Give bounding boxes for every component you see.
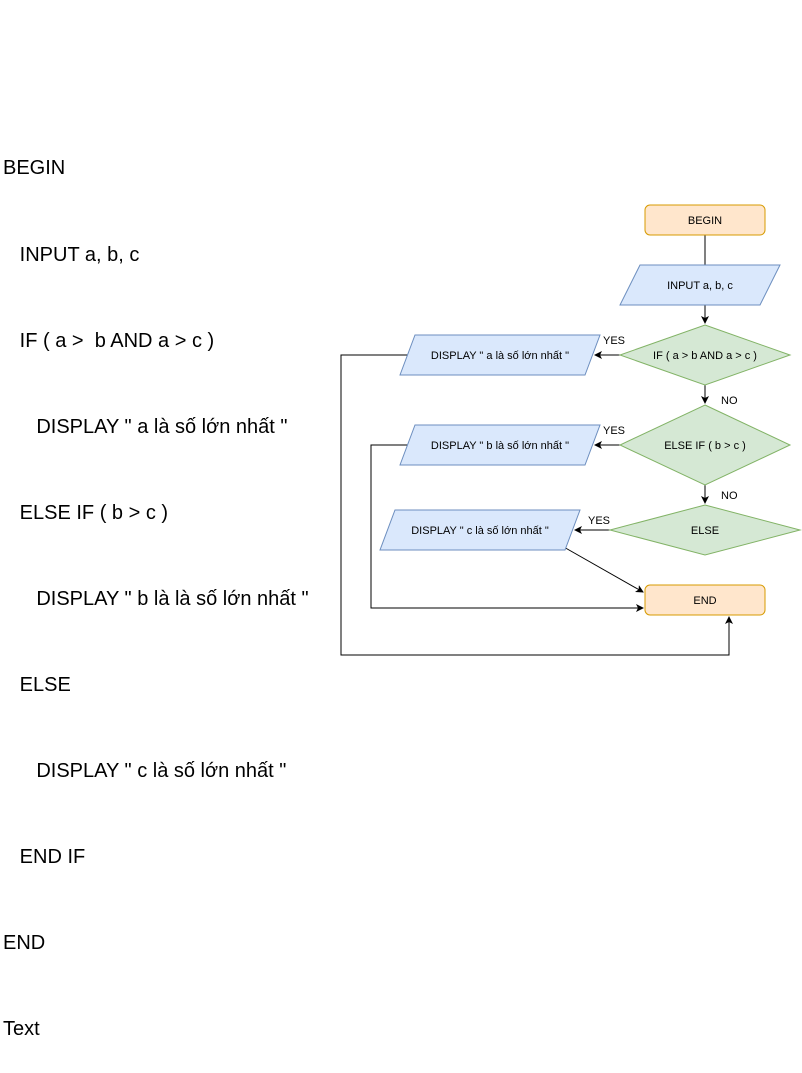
yes-label-2: YES	[603, 425, 625, 437]
yes-label-1: YES	[603, 335, 625, 347]
out3-label: DISPLAY " c là số lớn nhất "	[411, 525, 549, 537]
out2-label: DISPLAY " b là số lớn nhất "	[431, 440, 569, 452]
decision-cond3	[608, 504, 802, 556]
connector-out2-end	[370, 444, 644, 612]
pseudocode-line: DISPLAY " a là số lớn nhất "	[3, 415, 288, 438]
cond3-label: ELSE	[691, 525, 719, 537]
pseudocode-line: Text	[3, 1018, 40, 1041]
pseudocode-line: BEGIN	[3, 157, 66, 180]
pseudocode-line: END IF	[3, 846, 86, 869]
connectors	[340, 235, 733, 656]
cond1-label: IF ( a > b AND a > c )	[653, 350, 757, 362]
output-c-parallelogram	[379, 509, 581, 551]
output-b-parallelogram	[399, 424, 601, 466]
input-label: INPUT a, b, c	[667, 280, 733, 292]
decision-cond2	[618, 404, 792, 486]
flowchart: BEGIN INPUT a, b, c IF ( a > b AND a > c…	[340, 204, 802, 656]
pseudocode-line: ELSE	[3, 673, 71, 696]
out1-label: DISPLAY " a là số lớn nhất "	[431, 350, 569, 362]
connector-out1-end	[340, 354, 733, 656]
pseudocode-line: IF ( a > b AND a > c )	[3, 329, 215, 352]
no-label-2: NO	[721, 490, 738, 502]
decision-cond1	[618, 324, 792, 386]
pseudocode-line: DISPLAY " b là là số lớn nhất "	[3, 587, 309, 610]
yes-label-3: YES	[588, 515, 610, 527]
end-label: END	[693, 595, 716, 607]
end-terminal	[644, 584, 766, 616]
cond2-label: ELSE IF ( b > c )	[664, 440, 746, 452]
pseudocode-line: DISPLAY " c là số lớn nhất "	[3, 760, 287, 783]
input-parallelogram	[619, 264, 781, 306]
pseudocode-line: ELSE IF ( b > c )	[3, 501, 169, 524]
no-label-1: NO	[721, 395, 738, 407]
begin-terminal	[644, 204, 766, 236]
pseudocode-line: INPUT a, b, c	[3, 243, 140, 266]
pseudocode-line: END	[3, 932, 46, 955]
connector-out3-end	[561, 545, 644, 593]
output-a-parallelogram	[399, 334, 601, 376]
begin-label: BEGIN	[688, 215, 722, 227]
